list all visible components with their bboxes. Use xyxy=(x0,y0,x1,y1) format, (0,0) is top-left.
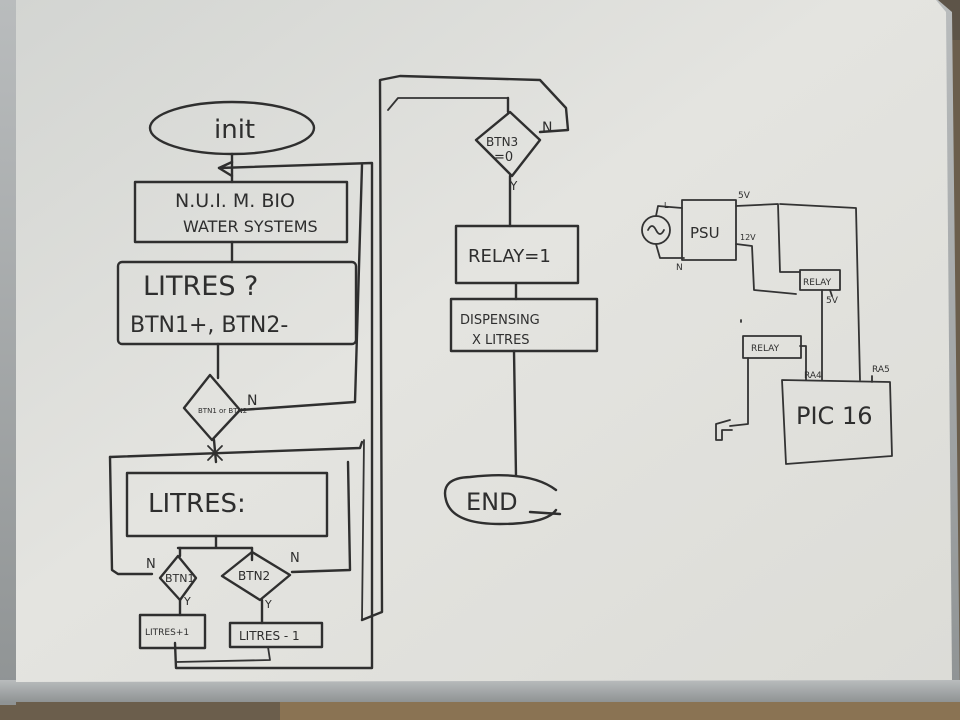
inner-loop-right xyxy=(290,460,352,574)
wire xyxy=(655,205,685,259)
loop-line-right xyxy=(173,161,374,670)
dispensing-line1: DISPENSING xyxy=(460,313,540,328)
litres-plus-box xyxy=(138,613,207,650)
inner-loop-line xyxy=(108,440,364,459)
ra5-label: RA5 xyxy=(872,365,890,375)
btn3-yes-label: Y xyxy=(509,179,518,193)
init-label: init xyxy=(214,115,255,145)
prompt-process-box xyxy=(116,260,358,346)
relay-top-5v: 5V xyxy=(826,296,839,306)
decision-no-line xyxy=(238,163,364,412)
litres-display-box xyxy=(125,471,329,538)
relay-bottom-box xyxy=(742,335,802,359)
btn2-label: BTN2 xyxy=(238,569,270,583)
wire xyxy=(821,289,833,381)
wire-5v-up xyxy=(779,203,861,381)
dispensing-process-box xyxy=(449,297,599,353)
prompt-line2: BTN1+, BTN2- xyxy=(130,313,288,338)
relay-label: RELAY=1 xyxy=(468,246,551,267)
decision-btn1-or-btn2 xyxy=(182,373,242,442)
litres-display-label: LITRES: xyxy=(148,489,246,519)
flowchart: init N.U.I. M. BIO WATER SYSTEMS LITRES … xyxy=(108,100,374,670)
whiteboard-surface xyxy=(16,0,952,682)
wire-5v xyxy=(735,203,801,273)
litres-plus-label: LITRES+1 xyxy=(145,628,189,638)
wire xyxy=(799,345,807,381)
inner-loop-left xyxy=(108,455,154,576)
prompt-line1: LITRES ? xyxy=(143,271,258,302)
title-line1: N.U.I. M. BIO xyxy=(175,190,295,212)
relay-top-box xyxy=(799,269,841,291)
five-v-label: 5V xyxy=(738,191,751,201)
tap-icon xyxy=(715,419,733,441)
ac-wave xyxy=(647,225,665,235)
relay-top-label: RELAY xyxy=(803,278,832,288)
btn3-line2: =0 xyxy=(494,150,513,165)
board-frame-left xyxy=(0,0,16,705)
dispensing-line2: X LITRES xyxy=(472,333,530,348)
flow-line xyxy=(212,438,218,464)
outer-loop-top xyxy=(361,439,365,621)
live-label: L xyxy=(664,201,669,210)
neutral-label: N xyxy=(676,263,683,273)
end-label: END xyxy=(466,488,518,516)
flow-line xyxy=(176,534,254,550)
litres-minus-box xyxy=(228,621,324,649)
wire-12v xyxy=(735,243,797,295)
wire xyxy=(729,319,749,427)
title-process-box xyxy=(133,180,349,244)
end-terminator xyxy=(443,474,562,526)
board-frame-bottom xyxy=(0,680,960,702)
decision-btn3 xyxy=(474,110,542,178)
litres-minus-label: LITRES - 1 xyxy=(239,629,300,643)
btn1-yes-label: Y xyxy=(183,595,191,608)
outer-loop-inner xyxy=(387,97,509,111)
btn1-no-label: N xyxy=(146,557,156,572)
decision-btn2 xyxy=(220,550,292,602)
circuit-diagram: L N PSU 5V 12V RELAY 5V RELAY RA4 RA5 PI… xyxy=(641,191,893,465)
flowchart-dispense: BTN3 =0 N Y RELAY=1 DISPENSING X LITRES … xyxy=(360,74,599,622)
btn2-no-label: N xyxy=(290,551,300,566)
flow-line xyxy=(175,646,271,663)
btn1-label: BTN1 xyxy=(165,572,195,585)
arrow-head xyxy=(217,160,234,178)
flow-line xyxy=(512,349,518,478)
ra4-label: RA4 xyxy=(804,371,822,381)
pic-label: PIC 16 xyxy=(796,402,872,430)
outer-loop-line xyxy=(360,74,570,622)
decision-btn-label: BTN1 or BTN2 xyxy=(198,407,247,415)
btn2-yes-label: Y xyxy=(264,598,272,611)
psu-box xyxy=(681,199,737,261)
relay-bottom-label: RELAY xyxy=(751,344,780,354)
psu-label: PSU xyxy=(690,224,720,242)
decision-no-label: N xyxy=(247,393,257,409)
btn3-line1: BTN3 xyxy=(486,135,518,149)
twelve-v-label: 12V xyxy=(740,233,756,242)
flow-line xyxy=(178,546,254,562)
btn3-no-label: N xyxy=(542,120,552,136)
pic-chip-box xyxy=(781,379,893,465)
title-line2: WATER SYSTEMS xyxy=(183,217,318,236)
